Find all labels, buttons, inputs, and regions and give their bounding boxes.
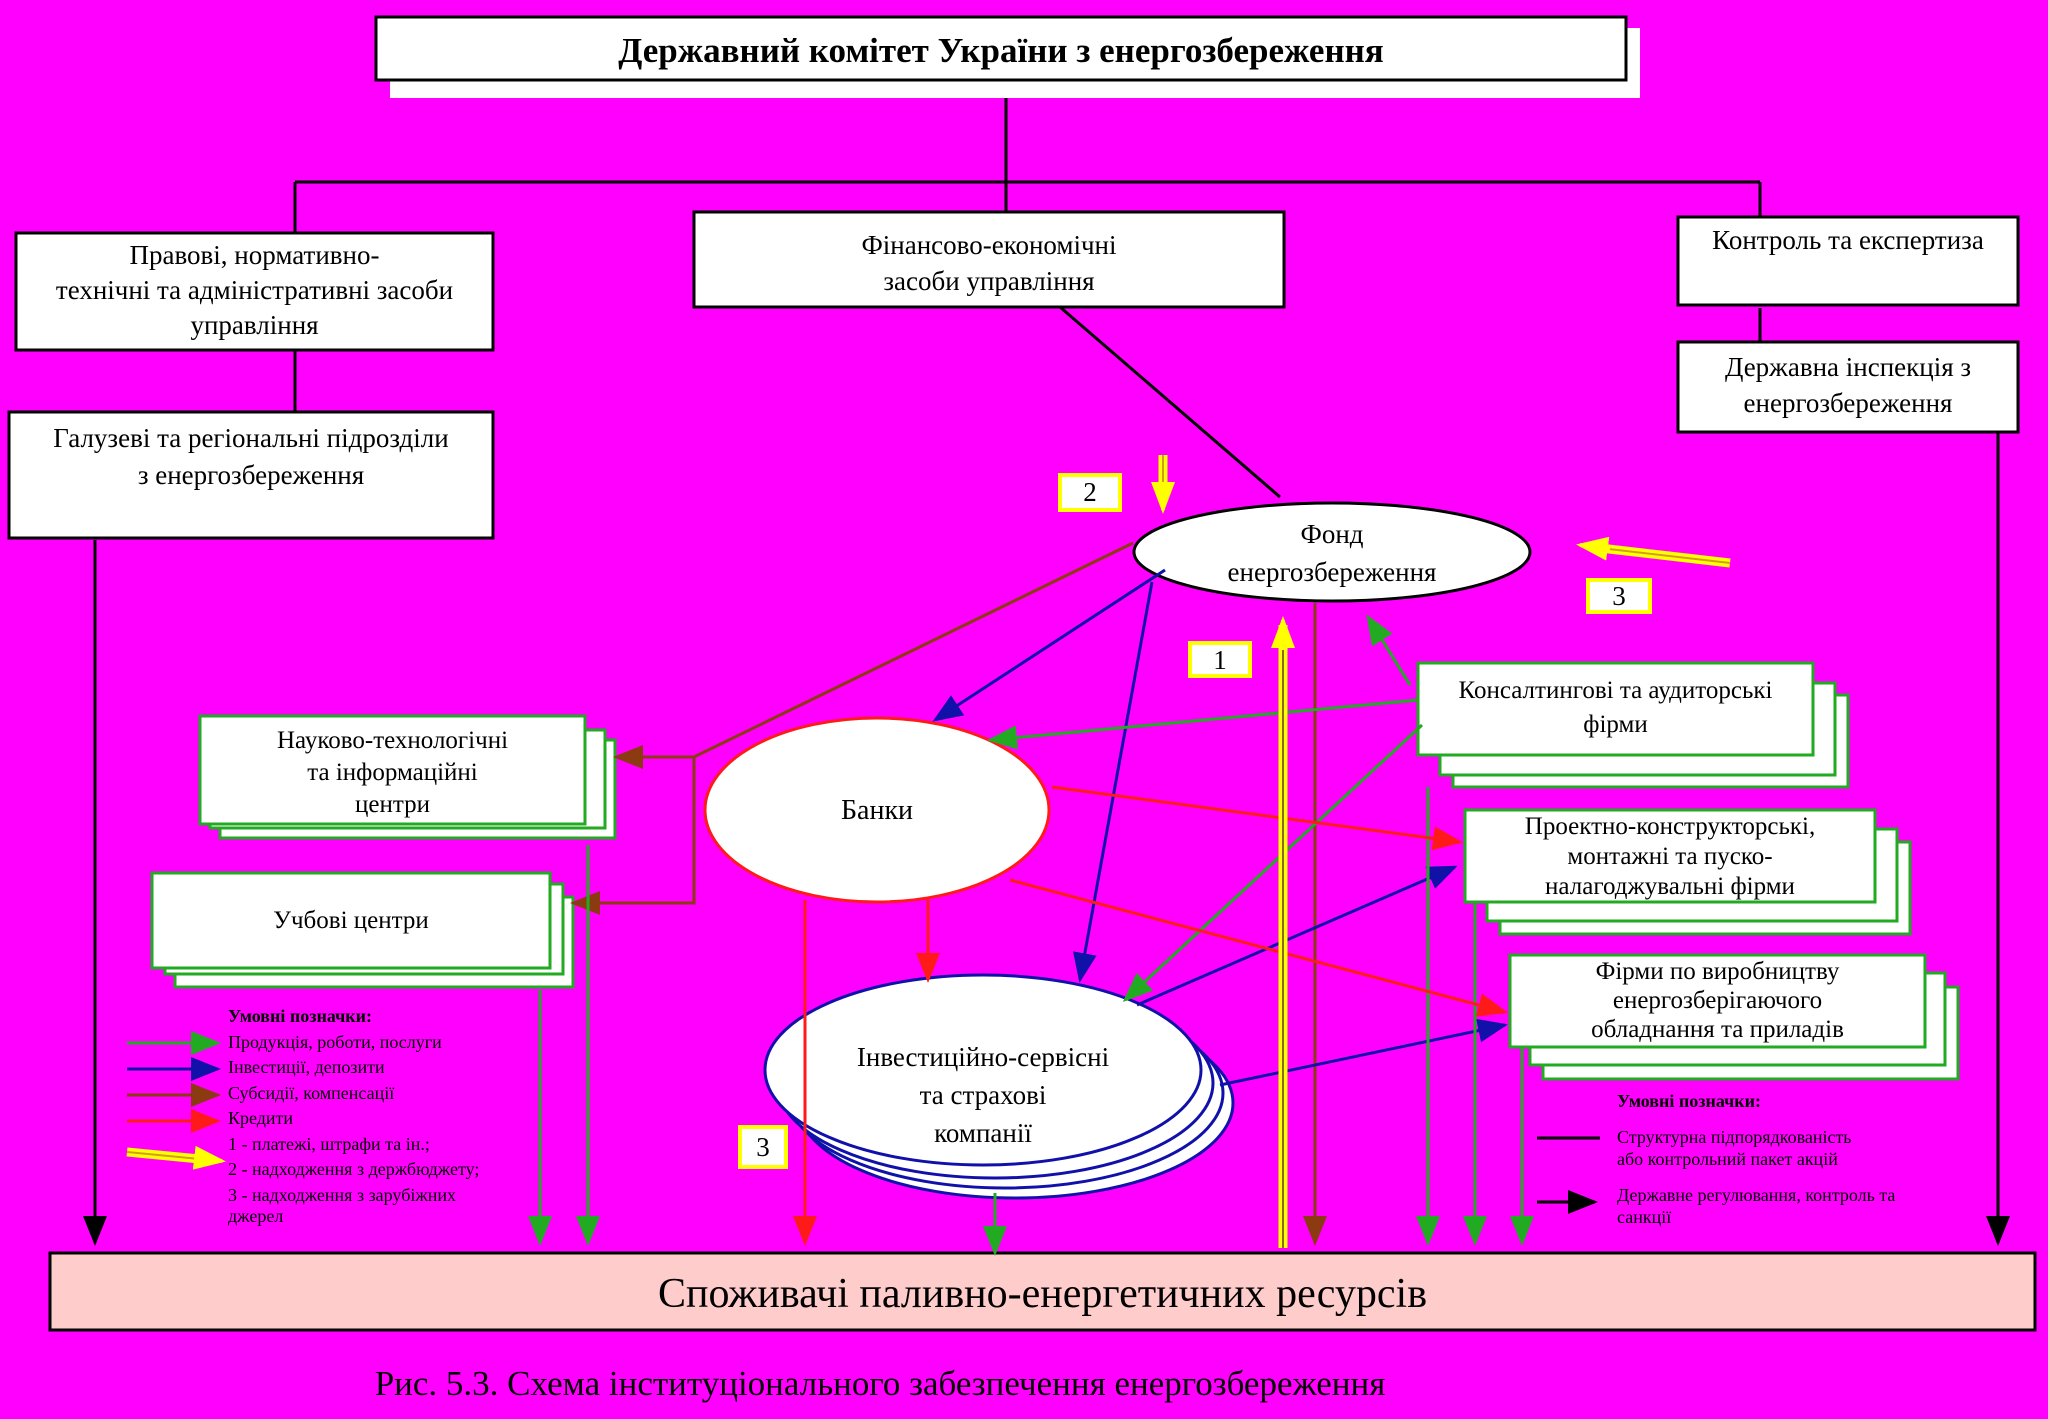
marker-3-left: 3 [756,1132,770,1162]
training-label: Учбові центри [273,907,429,934]
legend-yellow-4: джерел [228,1206,284,1226]
legend-yellow-2: 2 - надходження з держбюджету; [228,1159,480,1179]
design-stack [1463,808,1912,936]
branches-line-2: з енергозбереження [137,460,365,490]
financial-line-2: засоби управління [883,266,1095,296]
investment-line-1: Інвестиційно-сервісні [856,1042,1110,1072]
legal-box [14,231,495,352]
legend-credits: Кредити [228,1108,294,1128]
control-box [1676,215,2020,307]
left-legend: Умовні позначки: Продукція, роботи, посл… [228,1004,558,1230]
banks-label: Банки [840,795,914,826]
legend-yellow-1: 1 - платежі, штрафи та ін.; [228,1133,430,1154]
sci-centers-label: Науково-технологічні та інформаційні цен… [200,725,585,821]
design-line-3: налагоджувальні фірми [1545,873,1795,900]
left-legend-arrows [126,1031,226,1170]
regulation-arrows [83,432,2010,1246]
fund-line-2: енергозбереження [1227,557,1437,587]
financial-line-1: Фінансово-економічні [861,230,1117,260]
investment-line-2: та страхові [919,1080,1047,1110]
payment-arrows [1151,455,1731,1248]
consulting-label: Консалтингові та аудиторські фірми [1418,674,1813,742]
right-legend-arrow-1: Державне регулювання, контроль та [1617,1185,1896,1205]
branches-line-1: Галузеві та регіональні підрозділи [53,423,449,453]
right-legend-title: Умовні позначки: [1617,1091,1762,1111]
right-legend-line-2: або контрольний пакет акцій [1617,1149,1838,1169]
sci-centers-line-1: Науково-технологічні [276,727,509,754]
credit-arrows [793,785,1508,1246]
manufacturing-label: Фірми по виробництву енергозберігаючого … [1510,957,1925,1044]
committee-box [374,15,1628,82]
inspection-label: Державна інспекція з енергозбереження [1678,349,2018,421]
training-stack [150,871,575,989]
design-line-1: Проектно-конструкторські, [1524,813,1816,840]
number-markers [738,473,1652,1169]
legal-line-2: технічні та адміністративні засоби [55,275,454,305]
right-legend-line-1: Структурна підпорядкованість [1617,1127,1852,1147]
hierarchy-lines [293,80,1762,499]
consulting-stack [1416,661,1850,789]
consulting-line-2: фірми [1583,711,1648,738]
legal-line-1: Правові, нормативно- [129,240,380,270]
financial-label: Фінансово-економічні засоби управління [694,227,1284,299]
consumers-label: Споживачі паливно-енергетичних ресурсів [657,1271,1428,1317]
inspection-line-1: Державна інспекція з [1724,352,1972,382]
manufacturing-line-1: Фірми по виробництву [1595,958,1840,985]
branches-box [7,410,495,540]
committee-title: Державний комітет України з енергозбереж… [618,31,1384,70]
right-legend-lines [1537,1136,1600,1214]
fund-ellipse [1132,501,1532,603]
legend-yellow-3: 3 - надходження з зарубіжних [228,1184,457,1205]
legend-investments: Інвестиції, депозити [228,1057,385,1077]
right-legend-arrow-2: санкції [1617,1207,1672,1227]
investment-line-3: компанії [934,1118,1032,1148]
legal-line-3: управління [190,310,319,340]
left-legend-title: Умовні позначки: [228,1006,373,1026]
fund-label: Фонд енергозбереження [1134,515,1530,591]
legend-products: Продукція, роботи, послуги [228,1031,442,1052]
sci-centers-stack [198,714,617,840]
investment-ellipses [763,973,1235,1200]
investment-label: Інвестиційно-сервісні та страхові компан… [780,1038,1186,1152]
right-legend: Умовні позначки: Структурна підпорядкова… [1617,1090,1977,1228]
marker-3-right: 3 [1612,581,1626,611]
branches-label: Галузеві та регіональні підрозділи з ене… [9,420,493,494]
consulting-line-1: Консалтингові та аудиторські [1458,677,1773,704]
fund-line-1: Фонд [1300,519,1364,549]
financial-box [692,210,1286,309]
product-arrows [528,614,1534,1256]
design-label: Проектно-конструкторські, монтажні та пу… [1465,812,1875,902]
banks-ellipse [703,716,1051,904]
sci-centers-line-2: та інформаційні [307,759,478,786]
legal-label: Правові, нормативно- технічні та адмініс… [16,238,493,343]
design-line-2: монтажні та пуско- [1567,843,1773,870]
figure-caption: Рис. 5.3. Схема інституціонального забез… [374,1364,1386,1403]
marker-1: 1 [1213,645,1227,675]
inspection-box [1676,340,2020,434]
manufacturing-line-2: енергозберігаючого [1612,987,1823,1014]
inspection-line-2: енергозбереження [1743,388,1953,418]
manufacturing-stack [1508,953,1960,1081]
marker-2: 2 [1083,477,1097,507]
legend-subsidies: Субсидії, компенсації [228,1082,395,1103]
sci-centers-line-3: центри [355,791,430,818]
control-label: Контроль та експертиза [1712,225,1984,255]
consumers-box [48,1251,2037,1332]
investment-arrows [932,568,1508,1087]
manufacturing-line-3: обладнання та приладів [1591,1016,1844,1043]
